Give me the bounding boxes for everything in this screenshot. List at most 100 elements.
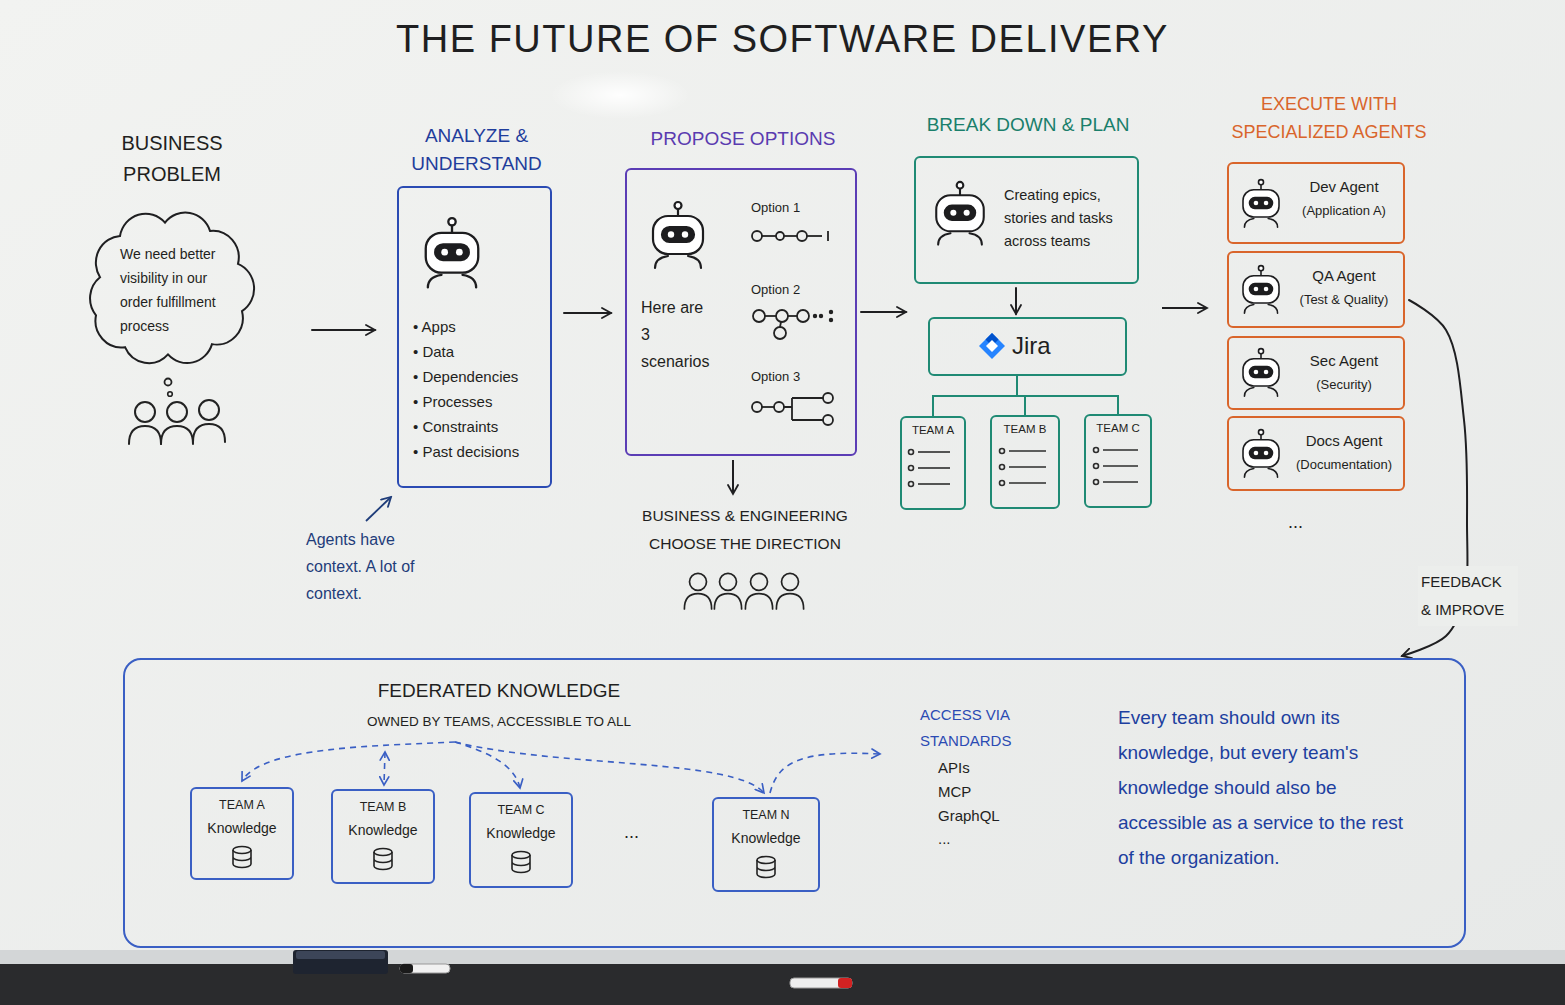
knowledge-box: TEAM C Knowledge (469, 792, 573, 888)
node-text: Creating epics, stories and tasks across… (1004, 184, 1132, 253)
database-icon (374, 849, 392, 870)
diagram-title: THE FUTURE OF SOFTWARE DELIVERY (0, 16, 1565, 62)
eraser (293, 950, 388, 974)
flow-arrow (933, 376, 1017, 416)
marker-pen (400, 964, 450, 973)
task-list (909, 448, 1139, 487)
glyph-link (788, 315, 797, 317)
option-glyph (753, 310, 832, 339)
person-icon (776, 573, 803, 609)
note-label: ... (624, 822, 639, 844)
task-bullet (909, 450, 914, 455)
task-bullet (1000, 481, 1005, 486)
node-text: Every team should own its knowledge, but… (1118, 700, 1423, 875)
team-box: TEAM C (1084, 414, 1152, 508)
tool-box: Jira (928, 317, 1127, 376)
task-bullet (1094, 480, 1099, 485)
cloud-shape (90, 213, 254, 364)
node-text: • Apps (413, 318, 456, 336)
node-text: OWNED BY TEAMS, ACCESSIBLE TO ALL (319, 714, 679, 730)
database-icon (233, 847, 251, 868)
agent-box: QA Agent(Test & Quality) (1227, 251, 1405, 328)
node-text: TEAM C (471, 803, 571, 818)
marker-pen (790, 978, 852, 988)
glyph-node (823, 415, 833, 425)
glyph-link (765, 315, 776, 317)
robot-icon (1243, 266, 1279, 314)
note-label: BUSINESS & ENGINEERING CHOOSE THE DIRECT… (620, 502, 870, 558)
task-bullet (1094, 448, 1099, 453)
glyph-link (784, 235, 797, 237)
jira-logo (979, 333, 1005, 359)
person-icon (161, 402, 193, 444)
option-glyph (752, 393, 833, 425)
glyph-link (807, 235, 822, 237)
thought-cloud: BUSINESS PROBLEMWe need better visibilit… (70, 200, 270, 375)
node-text: TEAM A (902, 424, 964, 438)
node-text: • Data (413, 343, 454, 361)
person-icon (129, 402, 161, 444)
note-label: EXECUTE WITH SPECIALIZED AGENTS (1209, 90, 1449, 146)
marker-tray (0, 964, 1565, 1005)
node-text: MCP (938, 783, 971, 801)
eraser-felt (296, 951, 385, 959)
knowledge-box: TEAM NKnowledge (712, 797, 820, 892)
glyph-node (774, 327, 786, 339)
node-text: • Past decisions (413, 443, 519, 461)
glyph-dot (820, 315, 823, 318)
task-bullet (909, 482, 914, 487)
note-label: Agents have context. A lot of context. (306, 526, 424, 607)
team-box: TEAM A (900, 416, 966, 510)
dashed-arrow (384, 752, 385, 785)
node-text: TEAM A (192, 798, 292, 813)
glyph-dot (830, 319, 833, 322)
process-box: BREAK DOWN & PLANCreating epics, stories… (914, 156, 1139, 284)
task-bullet (1000, 465, 1005, 470)
team-box: TEAM B (990, 415, 1060, 509)
dashed-arrow (770, 753, 880, 793)
person-icon (714, 573, 741, 609)
task-bullet (1094, 464, 1099, 469)
section-heading: ANALYZE & UNDERSTAND (399, 122, 554, 178)
dashed-arrow (455, 742, 764, 793)
glyph-link (762, 235, 776, 237)
node-text: Option 3 (751, 369, 800, 385)
node-text: APIs (938, 759, 970, 777)
dashed-arrow (242, 742, 455, 781)
node-text: (Application A) (1287, 203, 1401, 219)
node-text: Here are 3 scenarios (641, 294, 715, 375)
database-icon (757, 857, 775, 878)
node-text: (Security) (1287, 377, 1401, 393)
flow-arrow (732, 460, 734, 494)
glyph-node (776, 310, 788, 322)
person-icon (745, 573, 772, 609)
node-text: • Dependencies (413, 368, 518, 386)
glyph-dot (814, 315, 817, 318)
glyph-node (753, 310, 765, 322)
option-glyph (752, 231, 828, 241)
logo-shape (986, 340, 998, 352)
flow-arrow (1017, 376, 1118, 414)
task-line (1103, 449, 1138, 451)
glyph-node (774, 402, 784, 412)
task-line (918, 451, 950, 453)
node-text: Knowledge (333, 822, 433, 839)
task-line (1009, 450, 1046, 452)
glyph-link (762, 406, 774, 408)
board-ledge (0, 950, 1565, 964)
node-text: Sec Agent (1287, 352, 1401, 370)
thought-dot (168, 392, 173, 397)
node-text: TEAM B (333, 800, 433, 815)
node-text: Knowledge (192, 820, 292, 837)
marker-cap (400, 964, 413, 973)
node-text: Option 2 (751, 282, 800, 298)
node-text: Knowledge (471, 825, 571, 842)
glyph-link (827, 231, 829, 241)
person-icon (193, 400, 225, 442)
node-text: FEDERATED KNOWLEDGE (339, 680, 659, 703)
